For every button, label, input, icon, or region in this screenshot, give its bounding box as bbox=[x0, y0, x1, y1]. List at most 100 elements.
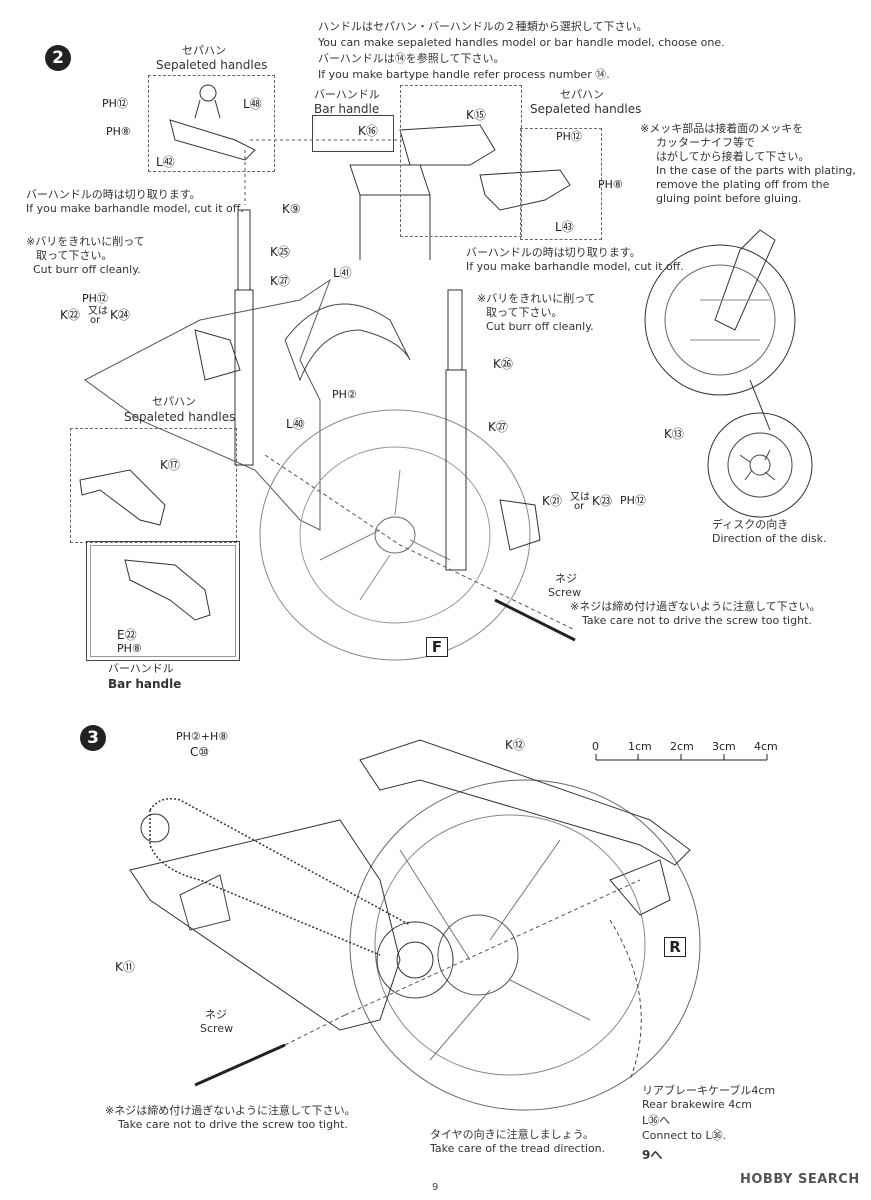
watermark-logo: HOBBY SEARCH bbox=[740, 1172, 860, 1187]
screw2-jp: ネジ bbox=[555, 572, 577, 585]
part-k27-a: K㉗ bbox=[270, 274, 290, 288]
cut-right-jp: バーハンドルの時は切り取ります。 bbox=[466, 246, 641, 259]
scale-label-1: 1cm bbox=[628, 740, 652, 753]
part-k21: K㉑ bbox=[542, 494, 562, 508]
tire-en: Take care of the tread direction. bbox=[430, 1142, 606, 1155]
step-3-number: 3 bbox=[80, 725, 106, 751]
connect-jp: L㊱へ bbox=[642, 1114, 671, 1127]
bar-handle-inner-box bbox=[90, 545, 236, 657]
sepahan-box-en: Sepaleted handles bbox=[124, 410, 236, 424]
part-l48: L㊽ bbox=[243, 97, 262, 111]
bar-handle-top-box bbox=[400, 85, 522, 237]
marker-f: F bbox=[426, 637, 448, 657]
part-k15: K⑮ bbox=[466, 108, 486, 122]
part-k16: K⑯ bbox=[358, 124, 378, 138]
plating-en3: gluing point before gluing. bbox=[656, 192, 802, 205]
part-ph12-d: PH⑫ bbox=[620, 494, 646, 507]
burr-right-jp1: ※バリをきれいに削って bbox=[477, 292, 596, 305]
connect-en: Connect to L㊱. bbox=[642, 1129, 727, 1142]
plating-jp3: はがしてから接着して下さい。 bbox=[656, 150, 810, 163]
scale-label-0: 0 bbox=[592, 740, 599, 753]
bar-handle-en: Bar handle bbox=[314, 102, 380, 116]
part-k24: K㉔ bbox=[110, 308, 130, 322]
sepahan-left-jp: セパハン bbox=[182, 44, 226, 57]
bar-handle-label-box bbox=[312, 115, 394, 152]
brake-jp: リアブレーキケーブル4cm bbox=[642, 1084, 776, 1097]
part-ph12-a: PH⑫ bbox=[102, 97, 128, 110]
burr-left-jp2: 取って下さい。 bbox=[36, 249, 113, 262]
sepahan-left-en: Sepaleted handles bbox=[156, 58, 268, 72]
screw3-jp: ネジ bbox=[205, 1008, 227, 1021]
part-l40: L㊵ bbox=[286, 417, 305, 431]
scale-label-3: 3cm bbox=[712, 740, 736, 753]
screw2-en: Screw bbox=[548, 586, 582, 599]
part-k25: K㉕ bbox=[270, 245, 290, 259]
burr-left-jp1: ※バリをきれいに削って bbox=[26, 235, 145, 248]
burr-right-en: Cut burr off cleanly. bbox=[486, 320, 594, 333]
cut-left-jp: バーハンドルの時は切り取ります。 bbox=[26, 188, 201, 201]
or-b-en: or bbox=[574, 501, 585, 512]
next-step-ref: 9へ bbox=[642, 1148, 663, 1162]
burr-right-jp2: 取って下さい。 bbox=[486, 306, 563, 319]
or-a-en: or bbox=[90, 315, 101, 326]
part-k12: K⑫ bbox=[505, 738, 525, 752]
ref-text-jp: バーハンドルは⑭を参照して下さい。 bbox=[318, 52, 505, 65]
step-2-number: 2 bbox=[45, 45, 71, 71]
bar-handle-jp: バーハンドル bbox=[314, 88, 380, 101]
sepahan-right-en: Sepaleted handles bbox=[530, 102, 642, 116]
plating-jp2: カッターナイフ等で bbox=[656, 136, 755, 149]
part-k11: K⑪ bbox=[115, 960, 135, 974]
screw3-en: Screw bbox=[200, 1022, 234, 1035]
sepahan-bracket-box bbox=[70, 428, 237, 543]
part-ph12-b: PH⑫ bbox=[556, 130, 582, 143]
part-ph2: PH② bbox=[332, 388, 357, 401]
tire-jp: タイヤの向きに注意しましょう。 bbox=[430, 1128, 595, 1141]
intro-text-en: You can make sepaleted handles model or … bbox=[318, 36, 725, 49]
screw2-note-jp: ※ネジは締め付け過ぎないように注意して下さい。 bbox=[570, 600, 821, 613]
scale-label-4: 4cm bbox=[754, 740, 778, 753]
marker-r: R bbox=[664, 937, 686, 957]
part-ph8-c: PH⑧ bbox=[117, 642, 142, 655]
screw2-note-en: Take care not to drive the screw too tig… bbox=[582, 614, 812, 627]
burr-left-en: Cut burr off cleanly. bbox=[33, 263, 141, 276]
disk-jp: ディスクの向き bbox=[712, 518, 789, 531]
part-ph8-a: PH⑧ bbox=[106, 125, 131, 138]
intro-text-jp: ハンドルはセパハン・バーハンドルの２種類から選択して下さい。 bbox=[318, 20, 648, 33]
part-k9: K⑨ bbox=[282, 202, 301, 216]
brake-en: Rear brakewire 4cm bbox=[642, 1098, 753, 1111]
sepahan-right-box bbox=[520, 128, 602, 240]
plating-en1: In the case of the parts with plating, bbox=[656, 164, 856, 177]
screw3-note-en: Take care not to drive the screw too tig… bbox=[118, 1118, 348, 1131]
scale-label-2: 2cm bbox=[670, 740, 694, 753]
barhandle-box-jp: バーハンドル bbox=[108, 662, 174, 675]
plating-jp1: ※メッキ部品は接着面のメッキを bbox=[640, 122, 804, 135]
part-e22: E㉒ bbox=[117, 628, 137, 642]
part-c10: C⑩ bbox=[190, 745, 210, 759]
screw3-note-jp: ※ネジは締め付け過ぎないように注意して下さい。 bbox=[105, 1104, 356, 1117]
page-number: 9 bbox=[432, 1182, 439, 1193]
part-k17: K⑰ bbox=[160, 458, 180, 472]
part-l43: L㊸ bbox=[555, 220, 574, 234]
sepahan-right-jp: セパハン bbox=[560, 88, 604, 101]
part-k26: K㉖ bbox=[493, 357, 513, 371]
part-l41: L㊶ bbox=[333, 266, 352, 280]
sepahan-left-box bbox=[148, 75, 275, 172]
barhandle-box-en: Bar handle bbox=[108, 677, 182, 691]
or-a-jp: 又は bbox=[88, 306, 108, 317]
bar-handle-bracket-box bbox=[86, 541, 240, 661]
part-k22: K㉒ bbox=[60, 308, 80, 322]
or-b-jp: 又は bbox=[570, 492, 590, 503]
plating-en2: remove the plating off from the bbox=[656, 178, 830, 191]
part-ph12-c: PH⑫ bbox=[82, 292, 108, 305]
ref-text-en: If you make bartype handle refer process… bbox=[318, 68, 610, 81]
cut-left-en: If you make barhandle model, cut it off. bbox=[26, 202, 244, 215]
part-paint-step3: PH②+H⑧ bbox=[176, 730, 229, 743]
part-k23: K㉓ bbox=[592, 494, 612, 508]
part-k27-b: K㉗ bbox=[488, 420, 508, 434]
part-ph8-b: PH⑧ bbox=[598, 178, 623, 191]
cut-right-en: If you make barhandle model, cut it off. bbox=[466, 260, 684, 273]
part-k13: K⑬ bbox=[664, 427, 684, 441]
disk-en: Direction of the disk. bbox=[712, 532, 827, 545]
